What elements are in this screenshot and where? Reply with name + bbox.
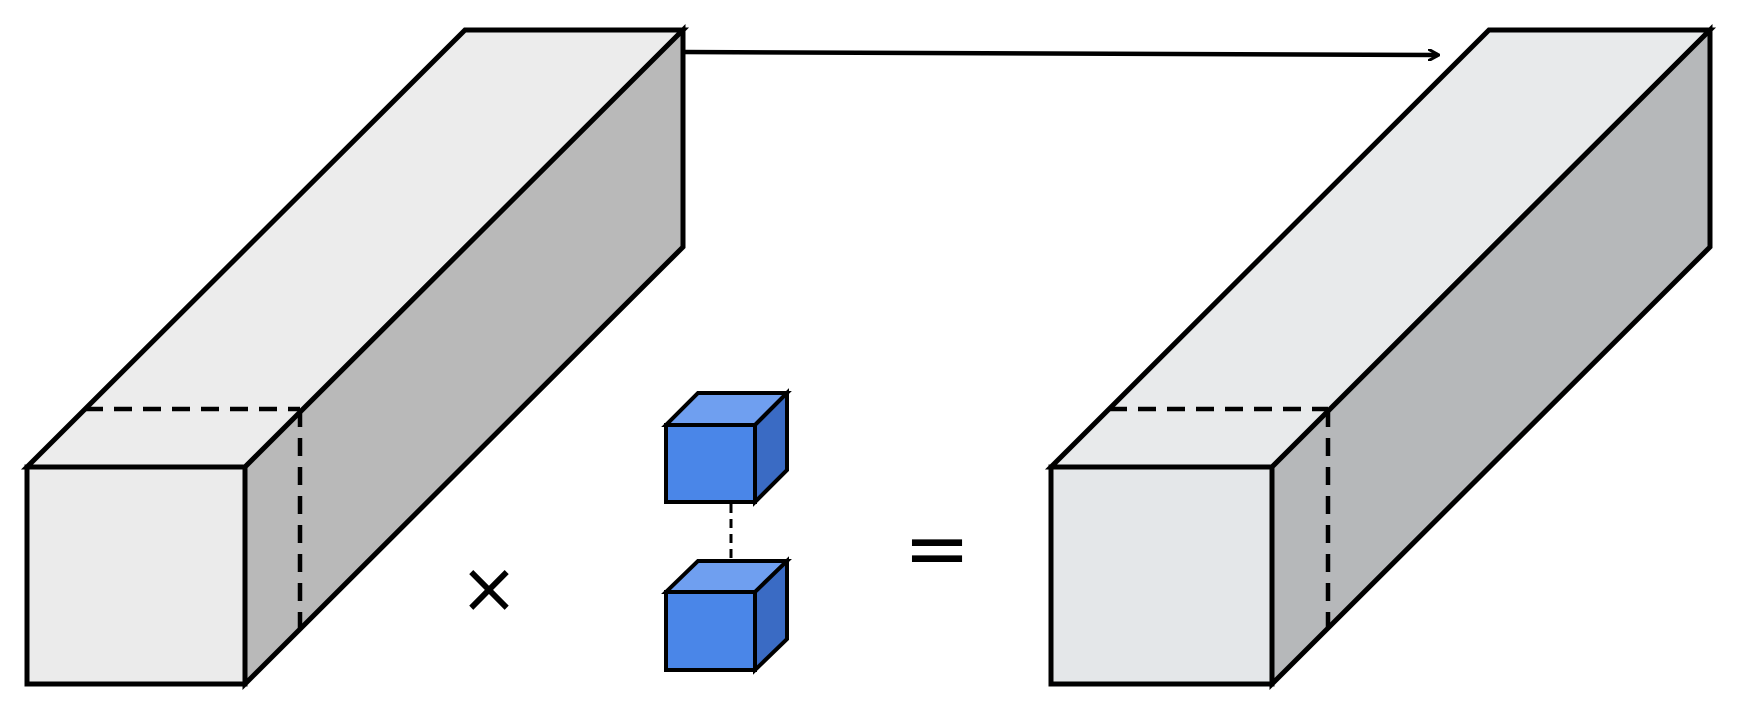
transform-arrow <box>682 52 1438 55</box>
kernel-cube-top <box>661 388 792 507</box>
input-tensor-block <box>20 23 690 691</box>
kernel-cube-bottom-front-face <box>664 590 757 672</box>
output-tensor-block <box>1044 23 1717 691</box>
equals-operator: = <box>903 502 970 595</box>
multiply-operator: × <box>460 547 519 629</box>
kernel-cube-bottom <box>661 556 792 675</box>
kernel-cube-top-front-face <box>664 423 757 504</box>
output-block-front-face <box>1048 464 1275 687</box>
input-block-front-face <box>24 464 248 687</box>
